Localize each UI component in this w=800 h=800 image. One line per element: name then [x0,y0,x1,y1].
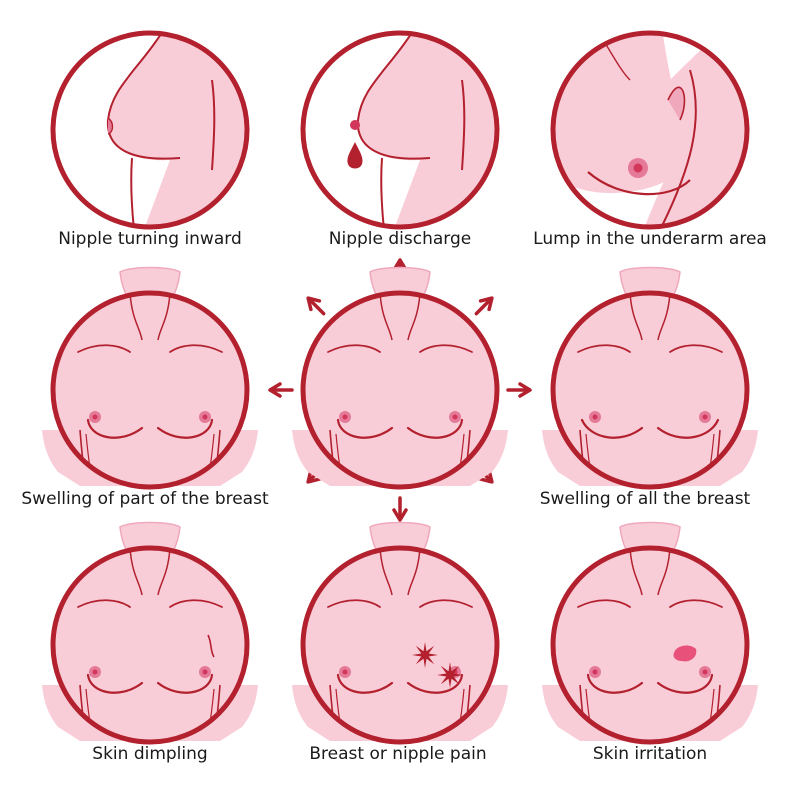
arrow-up-right [474,296,494,316]
label-nipple-discharge: Nipple discharge [328,229,472,249]
panel-breast-pain [292,521,508,745]
panel-center [292,266,508,490]
panel-nipple-inward [50,30,250,230]
panel-nipple-discharge [300,30,500,230]
panel-skin-dimpling [42,521,258,745]
panel-swelling-all [542,266,758,490]
panel-swelling-part [42,266,258,490]
panel-underarm-lump [550,30,750,230]
label-swelling-part: Swelling of part of the breast [21,489,269,509]
label-lump-underarm: Lump in the underarm area [533,229,767,249]
label-breast-pain: Breast or nipple pain [309,744,487,764]
label-skin-dimpling: Skin dimpling [92,744,208,764]
label-skin-irritation: Skin irritation [592,744,708,764]
arrow-left [268,382,294,398]
arrow-right [506,382,532,398]
arrow-up-left [306,296,326,316]
arrow-down [392,496,408,522]
panel-skin-irritation [542,521,758,745]
panel-group [42,30,758,745]
label-swelling-all: Swelling of all the breast [539,489,751,509]
label-nipple-turning-inward: Nipple turning inward [58,229,242,249]
